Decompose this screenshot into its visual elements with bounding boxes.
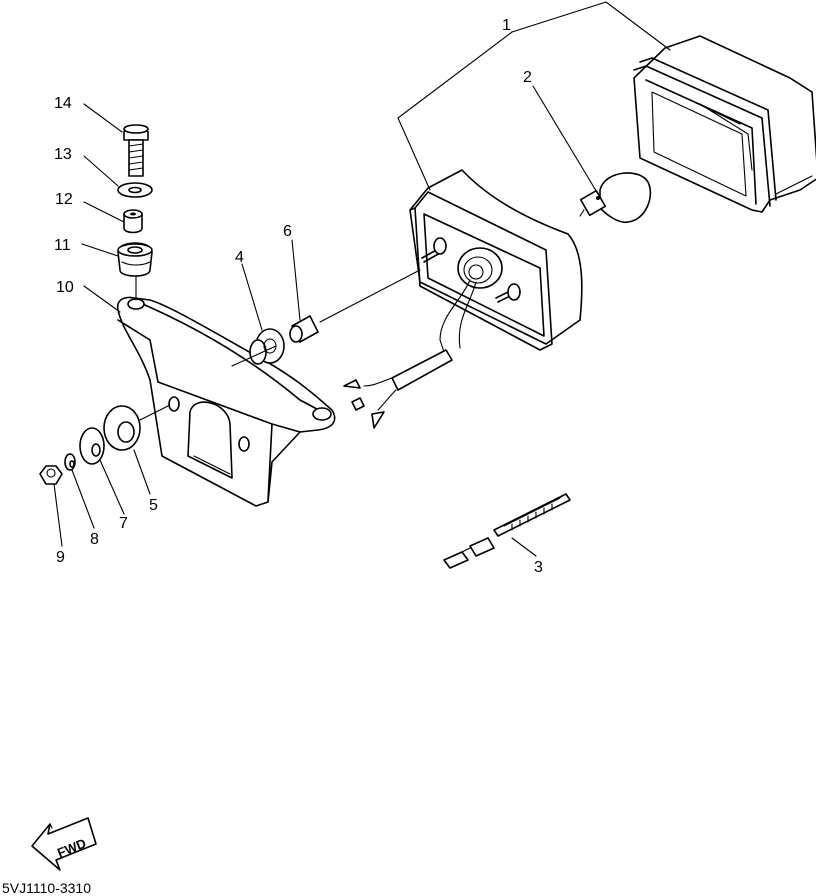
wire-band	[443, 493, 571, 569]
callout-13: 13	[54, 146, 72, 163]
drawing-code: 5VJ1110-3310	[2, 880, 91, 896]
callout-7: 7	[119, 515, 128, 532]
bolt	[123, 124, 149, 177]
leader-lines	[53, 1, 671, 557]
callout-3: 3	[534, 559, 543, 576]
callout-5: 5	[149, 497, 158, 514]
callout-4: 4	[235, 249, 244, 266]
rubber-grommet	[103, 405, 141, 451]
nut	[39, 465, 63, 485]
upper-washer	[117, 182, 153, 198]
spring-washer	[64, 453, 76, 471]
washer	[79, 427, 105, 465]
collar	[289, 315, 319, 343]
wire-harness	[343, 349, 453, 429]
mounting-bracket	[116, 296, 336, 507]
fwd-arrow-icon: FWD	[31, 817, 97, 871]
callout-6: 6	[283, 223, 292, 240]
upper-collar	[123, 209, 143, 234]
callout-14: 14	[54, 95, 72, 112]
callout-8: 8	[90, 531, 99, 548]
grommet	[249, 328, 285, 365]
callout-2: 2	[523, 69, 532, 86]
lamp-housing	[409, 169, 583, 353]
callout-11: 11	[54, 237, 71, 254]
callout-labels: 1 2 3 4 5 6 7 8 9 10 11 12 13 14	[54, 17, 543, 576]
bulb	[579, 172, 652, 224]
callout-9: 9	[56, 549, 65, 566]
callout-12: 12	[55, 191, 73, 208]
callout-1: 1	[502, 17, 511, 34]
tail-lamp-lens	[633, 35, 816, 213]
callout-10: 10	[56, 279, 74, 296]
upper-grommet	[117, 242, 153, 277]
